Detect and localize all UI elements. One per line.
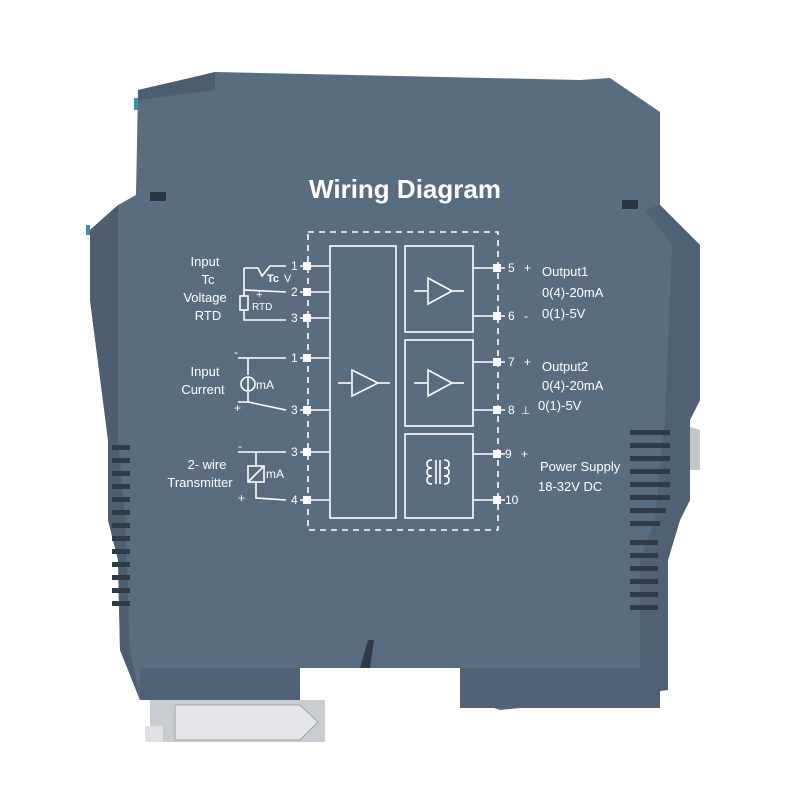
- output2-name: Output2: [542, 359, 588, 374]
- pin-label: 2: [291, 285, 298, 299]
- output1-range-current: 0(4)-20mA: [542, 285, 604, 300]
- output2-block: [404, 339, 474, 427]
- pin-label: 1: [291, 259, 298, 273]
- output2-range-voltage: 0(1)-5V: [538, 398, 582, 413]
- terminal-dot: [493, 358, 501, 366]
- din-rail-clip: [145, 700, 325, 742]
- output2-plus: +: [524, 355, 531, 369]
- terminal-dot: [303, 496, 311, 504]
- power-block: [404, 433, 474, 519]
- terminal-dot: [303, 314, 311, 322]
- terminal-dots: [303, 262, 501, 504]
- panel-title: Wiring Diagram: [309, 174, 501, 204]
- current-ma-symbol: mA: [256, 378, 274, 392]
- vent-slots-right: [630, 430, 670, 610]
- transmitter-ma-symbol: mA: [266, 467, 284, 481]
- wiring-diagram: [238, 231, 505, 531]
- output1-name: Output1: [542, 264, 588, 279]
- pin-label: 3: [291, 445, 298, 459]
- current-label-line2: Current: [181, 382, 225, 397]
- terminal-dot: [493, 264, 501, 272]
- output1-range-voltage: 0(1)-5V: [542, 306, 586, 321]
- output1-minus: -: [524, 309, 528, 323]
- output2-range-current: 0(4)-20mA: [542, 378, 604, 393]
- pin-label: 5: [508, 261, 515, 275]
- transmitter-plus: +: [238, 491, 245, 505]
- rtd-symbol: RTD: [252, 302, 272, 313]
- terminal-dot: [303, 354, 311, 362]
- transmitter-minus: -: [238, 439, 242, 453]
- pin-label: 10: [505, 493, 519, 507]
- pin-label: 3: [291, 311, 298, 325]
- pin-label: 7: [508, 355, 515, 369]
- pin-label: 9: [505, 447, 512, 461]
- power-supply-range: 18-32V DC: [538, 479, 602, 494]
- terminal-dot: [493, 496, 501, 504]
- tc-label-line3: Voltage: [183, 290, 226, 305]
- top-left-slot: [150, 192, 166, 201]
- terminal-dot: [303, 448, 311, 456]
- output1-plus: +: [524, 261, 531, 275]
- pin-label: 6: [508, 309, 515, 323]
- power-plus: +: [521, 447, 528, 461]
- output1-block: [404, 245, 474, 333]
- pin-label: 3: [291, 403, 298, 417]
- terminal-dot: [303, 288, 311, 296]
- bottom-notch: [360, 640, 374, 668]
- top-right-slot: [622, 200, 638, 209]
- tc-label-line1: Input: [191, 254, 220, 269]
- current-label-line1: Input: [191, 364, 220, 379]
- dashed-enclosure: [307, 231, 499, 531]
- tc-label-line4: RTD: [195, 308, 221, 323]
- transmitter-label-line1: 2- wire: [187, 457, 226, 472]
- pin-label: 8: [508, 403, 515, 417]
- transmitter-label-line2: Transmitter: [167, 475, 233, 490]
- terminal-dot: [303, 406, 311, 414]
- v-symbol: V: [284, 273, 292, 285]
- transformer-symbol: [426, 459, 433, 485]
- terminal-dot: [493, 312, 501, 320]
- terminal-dot: [493, 406, 501, 414]
- tc-label-line2: Tc: [202, 272, 216, 287]
- current-minus: -: [234, 345, 238, 359]
- module-housing: [86, 72, 700, 710]
- pin-label: 4: [291, 493, 298, 507]
- output2-ground: ⊥: [521, 405, 531, 417]
- input-block: [329, 245, 397, 519]
- tc-plus: +: [256, 289, 262, 301]
- terminal-dot: [303, 262, 311, 270]
- terminal-dot: [493, 450, 501, 458]
- vent-slots-left: [112, 445, 130, 606]
- current-plus: +: [234, 401, 241, 415]
- pin-label: 1: [291, 351, 298, 365]
- tc-symbol: Tc: [267, 273, 279, 285]
- power-supply-name: Power Supply: [540, 459, 621, 474]
- thermocouple-wiring: [244, 265, 286, 278]
